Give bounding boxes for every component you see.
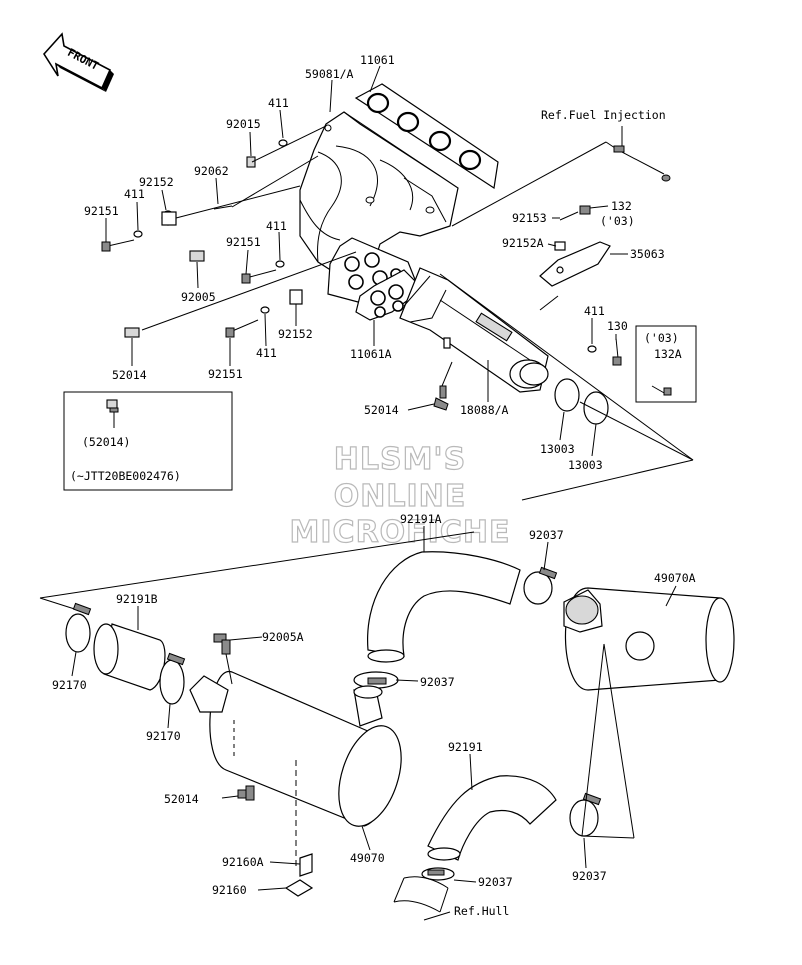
label-130[interactable]: 130	[607, 319, 628, 333]
label-132-year[interactable]: ('03)	[600, 214, 635, 228]
part-labels: 11061 59081/A 411 92015 92062 92152 411 …	[52, 53, 696, 918]
muffler-49070a	[563, 587, 735, 691]
label-49070[interactable]: 49070	[350, 851, 385, 865]
year-box-132a: ('03) 132A	[635, 325, 697, 403]
fitting-92005a	[213, 633, 263, 685]
inset-serial-note: (~JTT20BE002476)	[70, 469, 181, 483]
inset-part-label: (52014)	[82, 435, 130, 449]
label-92170-a[interactable]: 92170	[52, 678, 87, 692]
clamp-92037-d	[569, 792, 602, 837]
label-92037-d[interactable]: 92037	[572, 869, 607, 883]
label-411-d[interactable]: 411	[256, 346, 277, 360]
label-92170-b[interactable]: 92170	[146, 729, 181, 743]
label-92152a[interactable]: 92152A	[502, 236, 544, 250]
label-92160[interactable]: 92160	[212, 883, 247, 897]
label-411-b[interactable]: 411	[124, 187, 145, 201]
pad-92160	[284, 853, 314, 897]
muffler-49070	[189, 671, 402, 870]
label-92005[interactable]: 92005	[181, 290, 216, 304]
label-13003-a[interactable]: 13003	[540, 442, 575, 456]
label-11061[interactable]: 11061	[360, 53, 395, 67]
fitting-52014-lower	[221, 785, 255, 801]
label-92151-a[interactable]: 92151	[84, 204, 119, 218]
fitting-52014-upper	[124, 327, 140, 338]
label-49070a[interactable]: 49070A	[654, 571, 696, 585]
tube-92191	[427, 775, 557, 861]
watermark-line-2: ONLINE	[334, 479, 467, 514]
label-92152-a[interactable]: 92152	[139, 175, 174, 189]
year-box-part: 132A	[654, 347, 682, 361]
hull-ref	[393, 876, 451, 921]
label-92037-b[interactable]: 92037	[420, 675, 455, 689]
label-59081a[interactable]: 59081/A	[305, 67, 354, 81]
label-92062[interactable]: 92062	[194, 164, 229, 178]
label-92191b[interactable]: 92191B	[116, 592, 158, 606]
sleeve-92191b	[93, 623, 166, 691]
label-52014-b[interactable]: 52014	[364, 403, 399, 417]
exhaust-manifold	[299, 83, 499, 321]
label-52014-c[interactable]: 52014	[164, 792, 199, 806]
clamp-92037-b	[353, 671, 419, 689]
label-92160a[interactable]: 92160A	[222, 855, 264, 869]
label-92037-a[interactable]: 92037	[529, 528, 564, 542]
bolt-92015	[246, 156, 256, 168]
o-rings-13003	[554, 378, 609, 425]
bracket-35063	[539, 205, 622, 366]
label-92151-c[interactable]: 92151	[208, 367, 243, 381]
manifold-fasteners	[101, 125, 357, 338]
label-11061a[interactable]: 11061A	[350, 347, 392, 361]
label-18088a[interactable]: 18088/A	[460, 403, 509, 417]
label-92015[interactable]: 92015	[226, 117, 261, 131]
clamp-92037-a	[523, 566, 558, 605]
label-92005a[interactable]: 92005A	[262, 630, 304, 644]
exhaust-pipe-18088a	[399, 267, 549, 411]
label-13003-b[interactable]: 13003	[568, 458, 603, 472]
watermark-line-1: HLSM'S	[334, 442, 466, 477]
label-92152-b[interactable]: 92152	[278, 327, 313, 341]
label-52014-a[interactable]: 52014	[112, 368, 147, 382]
label-ref-hull[interactable]: Ref.Hull	[454, 904, 509, 918]
label-132[interactable]: 132	[611, 199, 632, 213]
inset-box-52014: (52014) (~JTT20BE002476)	[63, 391, 233, 491]
label-92153[interactable]: 92153	[512, 211, 547, 225]
label-92151-b[interactable]: 92151	[226, 235, 261, 249]
label-ref-fuel-injection[interactable]: Ref.Fuel Injection	[541, 108, 666, 122]
clamp-92170-a	[65, 602, 92, 653]
label-35063[interactable]: 35063	[630, 247, 665, 261]
label-92191[interactable]: 92191	[448, 740, 483, 754]
tube-92191a	[367, 551, 521, 663]
fitting-92005	[189, 250, 205, 262]
fuel-injection-ref	[451, 126, 671, 227]
year-box-year: ('03)	[644, 331, 679, 345]
label-92037-c[interactable]: 92037	[478, 875, 513, 889]
clamp-92170-b	[159, 652, 186, 705]
label-411-a[interactable]: 411	[268, 96, 289, 110]
front-arrow-icon: FRONT	[42, 32, 114, 92]
clamp-92037-c	[421, 867, 455, 881]
label-411-e[interactable]: 411	[584, 304, 605, 318]
label-411-c[interactable]: 411	[266, 219, 287, 233]
label-92191a[interactable]: 92191A	[400, 512, 442, 526]
